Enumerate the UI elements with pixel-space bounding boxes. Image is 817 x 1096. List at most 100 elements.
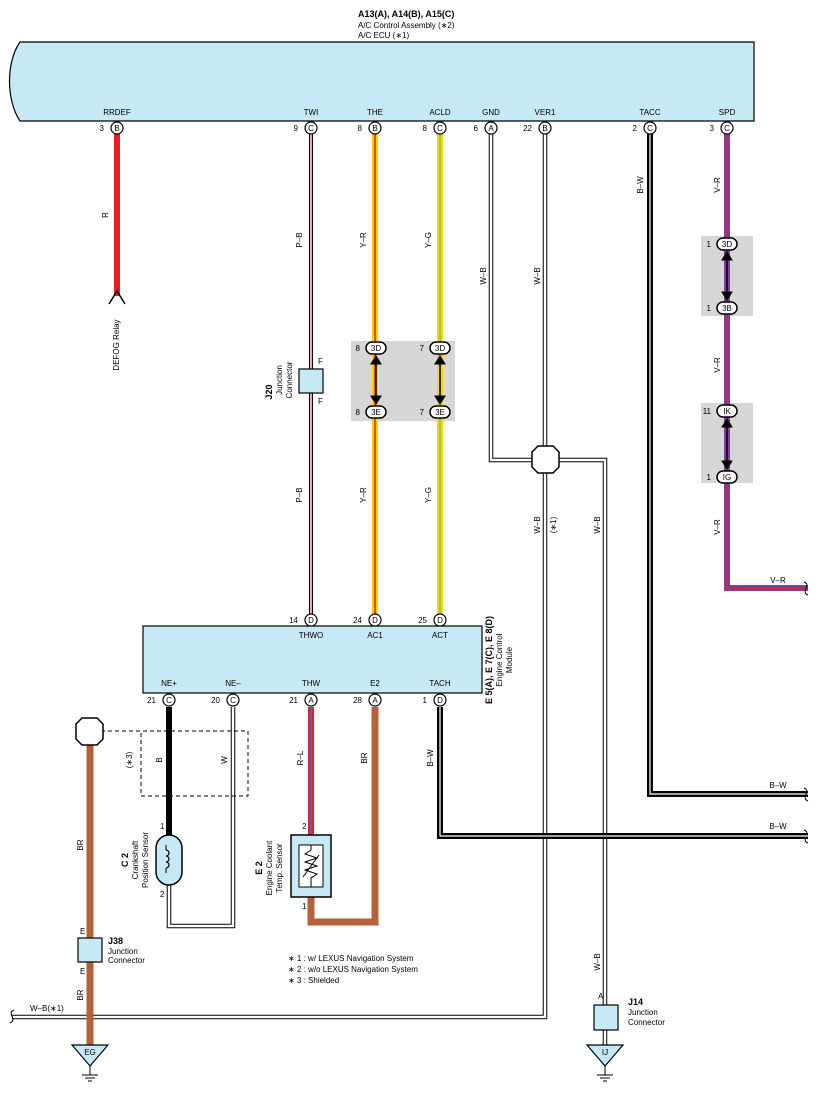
svg-text:EG: EG <box>84 1048 96 1057</box>
wire-label-ver1: W–B <box>533 267 542 284</box>
svg-text:A: A <box>372 696 378 705</box>
svg-text:21: 21 <box>147 696 156 705</box>
svg-text:14: 14 <box>289 616 298 625</box>
j20-connector <box>298 368 324 394</box>
ecm-line1: Engine Control <box>495 633 504 686</box>
wire-label-wb1: W–B(∗1) <box>30 1004 64 1013</box>
svg-text:21: 21 <box>289 696 298 705</box>
svg-text:3E: 3E <box>371 408 381 417</box>
pin-ac1: D 24 <box>353 613 382 627</box>
ac-assembly-name: A/C Control Assembly (∗2) <box>358 21 455 30</box>
wire-label-j14: W–B <box>593 953 602 970</box>
terminal-the: THE <box>367 108 383 117</box>
pin-tach: D 1 <box>423 693 447 707</box>
svg-text:1: 1 <box>423 696 428 705</box>
wire-ne-minus <box>166 707 236 929</box>
pin-spd: C 3 <box>710 121 734 135</box>
crank-pin2: 2 <box>160 890 165 899</box>
pin-gnd: A 6 <box>474 121 498 135</box>
terminal-rrdef: RRDEF <box>103 108 131 117</box>
pin-twi: C 9 <box>294 121 318 135</box>
terminal-spd: SPD <box>719 108 736 117</box>
svg-text:D: D <box>372 616 378 625</box>
svg-text:25: 25 <box>418 616 427 625</box>
connector-spd-ik: IK 11 <box>703 404 738 418</box>
wire-label-ver1-low: W–B <box>533 516 542 533</box>
wire-label-the-low: Y–R <box>359 487 368 503</box>
terminal-gnd: GND <box>482 108 500 117</box>
j38-connector <box>77 937 103 963</box>
crank-line1: Crankshaft <box>131 840 140 879</box>
wire-label-gnd-low: W–B <box>593 516 602 533</box>
wire-label-twi-low: P–B <box>295 487 304 502</box>
svg-text:A: A <box>308 696 314 705</box>
svg-text:6: 6 <box>474 124 479 133</box>
terminal-tach: TACH <box>429 679 450 688</box>
connector-3d-the: 3D 8 <box>356 341 387 355</box>
terminal-twi: TWI <box>304 108 319 117</box>
ac-control-panel <box>8 41 755 122</box>
svg-text:9: 9 <box>294 124 299 133</box>
wire-e2 <box>307 707 379 926</box>
j14-line2: Connector <box>628 1018 665 1027</box>
wire-label-acld-low: Y–G <box>424 487 433 503</box>
wire-label-gnd: W–B <box>479 267 488 284</box>
connector-3e-the: 3E 8 <box>356 405 387 419</box>
svg-text:3D: 3D <box>722 240 732 249</box>
defog-relay-label: DEFOG Relay <box>112 319 121 370</box>
coolant-pin1: 2 <box>302 822 307 831</box>
svg-text:D: D <box>308 616 314 625</box>
svg-text:C: C <box>230 696 236 705</box>
connector-spd-3d: 3D 1 <box>707 237 738 251</box>
defog-relay-arrow <box>108 289 126 305</box>
terminal-thw: THW <box>302 679 321 688</box>
wire-label-b: B <box>155 757 164 762</box>
j38-id: J38 <box>108 936 123 946</box>
coolant-id: E 2 <box>254 861 264 875</box>
svg-text:8: 8 <box>356 344 361 353</box>
pin-act: D 25 <box>418 613 447 627</box>
wire-label-tach: B–W <box>426 749 435 767</box>
terminal-act: ACT <box>432 631 448 640</box>
pin-ver1: B 22 <box>523 121 552 135</box>
wire-label-br-e2: BR <box>360 752 369 763</box>
svg-text:28: 28 <box>353 696 362 705</box>
svg-text:B: B <box>114 124 119 133</box>
ac-assembly-ids: A13(A), A14(B), A15(C) <box>358 9 454 19</box>
pin-rrdef: B 3 <box>100 121 124 135</box>
svg-text:1: 1 <box>707 304 712 313</box>
terminal-e2: E2 <box>370 679 380 688</box>
terminal-ac1: AC1 <box>367 631 383 640</box>
connector-arrows-the-acld <box>370 355 446 405</box>
j20-line2: Connector <box>285 361 294 398</box>
svg-text:C: C <box>166 696 172 705</box>
j20-pin-top: F <box>318 357 323 366</box>
j20-pin-bottom: F <box>318 397 323 406</box>
svg-text:22: 22 <box>523 124 532 133</box>
svg-text:B: B <box>542 124 547 133</box>
pin-thw: A 21 <box>289 693 318 707</box>
svg-text:C: C <box>647 124 653 133</box>
wire-label-the: Y–R <box>359 232 368 248</box>
shield-label: (∗3) <box>125 751 134 768</box>
note-2: ∗ 2 : w/o LEXUS Navigation System <box>288 965 418 974</box>
wire-label-br-bottom: BR <box>76 989 85 1000</box>
svg-text:3D: 3D <box>371 344 381 353</box>
svg-text:1: 1 <box>707 240 712 249</box>
connector-3e-acld: 3E 7 <box>420 405 451 419</box>
svg-text:C: C <box>437 124 443 133</box>
pin-tacc: C 2 <box>633 121 657 135</box>
svg-text:20: 20 <box>211 696 220 705</box>
svg-text:A: A <box>488 124 494 133</box>
terminal-ne-plus: NE+ <box>161 679 177 688</box>
ecm-line2: Module <box>505 646 514 673</box>
j14-line1: Junction <box>628 1008 658 1017</box>
svg-text:3B: 3B <box>722 304 732 313</box>
ground-eg: EG <box>70 1044 110 1082</box>
terminal-acld: ACLD <box>429 108 451 117</box>
pin-e2: A 28 <box>353 693 382 707</box>
j20-id: J20 <box>264 384 274 399</box>
svg-text:1: 1 <box>707 473 712 482</box>
wire-end-spd <box>803 581 809 596</box>
svg-text:11: 11 <box>703 407 712 416</box>
